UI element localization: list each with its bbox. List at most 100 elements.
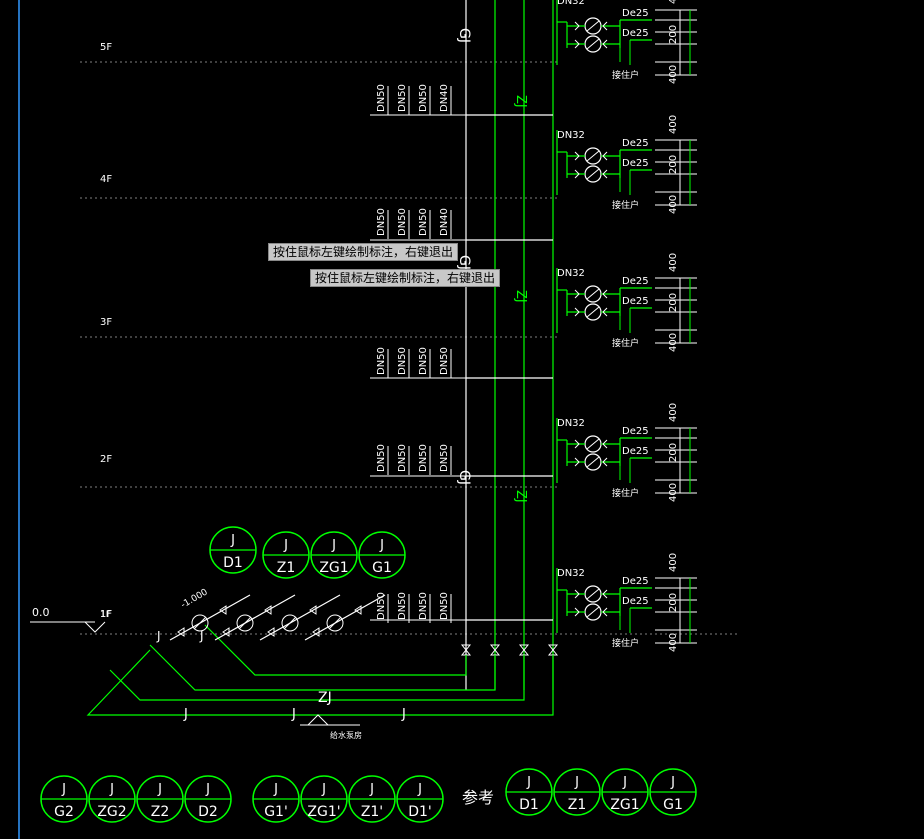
gate-valve-icon bbox=[460, 644, 472, 656]
bottom-b-legend-item: J ZG1' bbox=[300, 775, 348, 823]
bottom-a-legend-item: JD2 bbox=[184, 775, 232, 823]
pipe-size-label: DN50 bbox=[397, 84, 408, 112]
top-legend-item: J ZG1 bbox=[310, 531, 358, 579]
elevation-label: 0.0 bbox=[32, 606, 50, 619]
ground-pipe bbox=[86, 649, 554, 716]
meter-needle bbox=[328, 616, 342, 630]
pipe-size-label: DN50 bbox=[439, 347, 450, 375]
valve-icon bbox=[574, 39, 580, 49]
pipe-size-label: DN40 bbox=[439, 84, 450, 112]
floor-label: 5F bbox=[100, 42, 112, 53]
outlet-de-label: De25 bbox=[622, 276, 649, 287]
dimension-label: 400 bbox=[668, 253, 679, 272]
valve-icon bbox=[219, 605, 227, 615]
water-meter-icon bbox=[191, 614, 209, 632]
legend-bottom-text: ZG1 bbox=[610, 797, 639, 813]
dimension-label: 400 bbox=[668, 65, 679, 84]
pipe-size-label: DN50 bbox=[397, 208, 408, 236]
pipe-size-label: DN50 bbox=[418, 84, 429, 112]
valve-icon bbox=[309, 605, 317, 615]
bottom-b-legend-item: JZ1' bbox=[348, 775, 396, 823]
gate-valve-icon bbox=[489, 644, 501, 656]
valve-icon bbox=[602, 169, 608, 179]
pipe-size-label: DN50 bbox=[439, 444, 450, 472]
valve-icon bbox=[574, 169, 580, 179]
legend-top-text: J bbox=[622, 775, 627, 790]
outlet-de-label: De25 bbox=[622, 296, 649, 307]
legend-top-text: J bbox=[369, 782, 374, 797]
branch-dn-label: DN32 bbox=[557, 130, 585, 141]
valve-icon bbox=[602, 589, 608, 599]
dimension-label: 200 bbox=[668, 443, 679, 462]
reference-label: 参考 bbox=[462, 788, 494, 807]
dimension-label: 400 bbox=[668, 333, 679, 352]
ground-pipe bbox=[149, 644, 496, 691]
legend-top-text: J bbox=[283, 538, 288, 553]
legend-bottom-text: D1 bbox=[519, 797, 539, 813]
floor-label: 2F bbox=[100, 454, 112, 465]
cad-tooltip: 按住鼠标左键绘制标注，右键退出 bbox=[268, 243, 459, 261]
pipe-size-label: DN50 bbox=[439, 592, 450, 620]
dimension-label: 400 bbox=[668, 0, 679, 4]
pipe-size-label: DN40 bbox=[439, 208, 450, 236]
legend-top-text: J bbox=[109, 782, 114, 797]
meter-needle bbox=[238, 616, 252, 630]
pipe-size-label: DN50 bbox=[376, 592, 387, 620]
riser-tag-gj: GJ bbox=[456, 28, 472, 43]
outlet-de-label: De25 bbox=[622, 576, 649, 587]
dimension-label: 400 bbox=[668, 403, 679, 422]
legend-bottom-text: ZG1 bbox=[319, 560, 348, 576]
meter-note: 接住户 bbox=[612, 337, 639, 349]
pipe-size-label: DN50 bbox=[376, 84, 387, 112]
water-meter-icon bbox=[281, 614, 299, 632]
elevation-marker-icon bbox=[84, 621, 106, 633]
pipe-size-label: DN50 bbox=[418, 347, 429, 375]
riser-tag-zj: ZJ bbox=[513, 95, 528, 108]
meter-run bbox=[169, 594, 251, 641]
legend-bottom-text: Z2 bbox=[151, 804, 170, 820]
ground-tag-zj: ZJ bbox=[318, 690, 332, 706]
bottom-b-legend-item: JD1' bbox=[396, 775, 444, 823]
legend-bottom-text: ZG1' bbox=[307, 804, 340, 820]
legend-top-text: J bbox=[331, 538, 336, 553]
pump-marker-icon bbox=[307, 714, 329, 726]
bottom-b-legend-item: JG1' bbox=[252, 775, 300, 823]
riser-tag-gj: GJ bbox=[456, 470, 472, 485]
valve-icon bbox=[264, 605, 272, 615]
valve-icon bbox=[574, 21, 580, 31]
dimension-label: 400 bbox=[668, 195, 679, 214]
dimension-label: 400 bbox=[668, 115, 679, 134]
pipe-size-label: DN50 bbox=[397, 444, 408, 472]
meter-note: 接住户 bbox=[612, 199, 639, 211]
legend-top-text: J bbox=[230, 533, 235, 548]
bottom-a-legend-item: JG2 bbox=[40, 775, 88, 823]
dimension-label: 200 bbox=[668, 155, 679, 174]
legend-top-text: J bbox=[61, 782, 66, 797]
pipe-size-label: DN50 bbox=[418, 208, 429, 236]
pipe-size-label: DN50 bbox=[397, 347, 408, 375]
valve-icon bbox=[602, 307, 608, 317]
floor-label: 1F bbox=[100, 610, 111, 620]
branch-dn-label: DN32 bbox=[557, 0, 585, 7]
meter-offset-label: -1.000 bbox=[180, 587, 210, 610]
legend-top-text: J bbox=[670, 775, 675, 790]
outlet-de-label: De25 bbox=[622, 8, 649, 19]
valve-icon bbox=[602, 151, 608, 161]
outlet-de-label: De25 bbox=[622, 596, 649, 607]
legend-top-text: J bbox=[205, 782, 210, 797]
dimension-label: 200 bbox=[668, 25, 679, 44]
legend-top-text: J bbox=[321, 782, 326, 797]
meter-needle bbox=[586, 588, 600, 600]
riser-tag-zj: ZJ bbox=[513, 490, 528, 503]
meter-needle bbox=[586, 168, 600, 180]
legend-bottom-text: G1' bbox=[264, 804, 288, 820]
water-meter-icon bbox=[326, 614, 344, 632]
meter-run bbox=[259, 594, 341, 641]
top-legend-item: JZ1 bbox=[262, 531, 310, 579]
